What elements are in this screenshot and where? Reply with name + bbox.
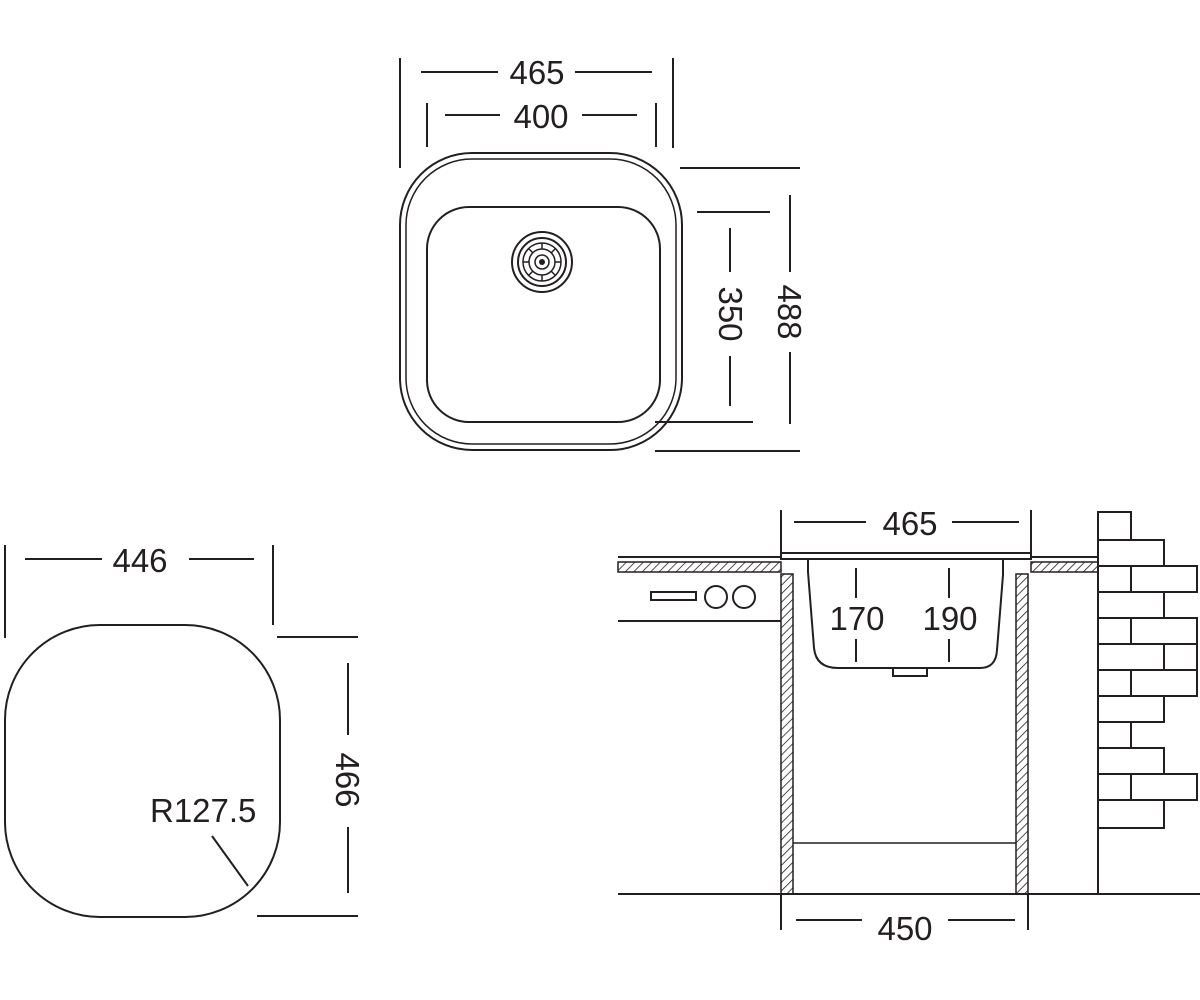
dim-top-inner-width: 400 bbox=[426, 98, 657, 147]
sink-rim-outer bbox=[399, 152, 683, 451]
dim-depth-170: 170 bbox=[829, 568, 885, 662]
sink-bowl bbox=[426, 206, 661, 423]
countertop bbox=[617, 556, 1099, 622]
dim-465-label: 465 bbox=[509, 54, 564, 91]
dim-400-label: 400 bbox=[513, 98, 568, 135]
dim-466-label: 466 bbox=[329, 752, 366, 807]
dim-cutout-width: 446 bbox=[4, 542, 274, 638]
dim-depth-190: 190 bbox=[922, 568, 978, 662]
dim-190-label: 190 bbox=[922, 600, 977, 637]
dim-top-outer-width: 465 bbox=[399, 54, 674, 168]
dim-section-cabinet-width: 450 bbox=[780, 894, 1029, 947]
sink-profile bbox=[780, 552, 1032, 677]
cabinet-wall-right bbox=[1015, 573, 1029, 895]
cutout-view: 446 466 R127.5 bbox=[4, 542, 366, 918]
brick-wall-icon bbox=[1097, 511, 1198, 894]
drain-icon bbox=[511, 231, 573, 293]
dim-top-inner-depth: 350 bbox=[655, 211, 770, 423]
dim-section-465-label: 465 bbox=[882, 505, 937, 542]
dim-170-label: 170 bbox=[829, 600, 884, 637]
cutout-outline bbox=[4, 624, 281, 918]
dim-350-label: 350 bbox=[712, 286, 749, 341]
dim-488-label: 488 bbox=[771, 284, 808, 339]
dim-cutout-radius: R127.5 bbox=[150, 792, 256, 887]
dim-cutout-depth: 466 bbox=[257, 636, 366, 917]
dim-446-label: 446 bbox=[112, 542, 167, 579]
cabinet-wall-left bbox=[780, 573, 794, 895]
dim-top-outer-depth: 488 bbox=[655, 167, 808, 452]
sink-rim-inner bbox=[405, 158, 677, 445]
radius-label: R127.5 bbox=[150, 792, 256, 829]
dim-section-top-width: 465 bbox=[780, 505, 1032, 555]
section-view: 170 190 465 450 bbox=[617, 505, 1200, 947]
dim-450-label: 450 bbox=[877, 910, 932, 947]
control-knobs-icon bbox=[650, 585, 756, 609]
top-view: 465 400 350 488 bbox=[399, 54, 808, 452]
